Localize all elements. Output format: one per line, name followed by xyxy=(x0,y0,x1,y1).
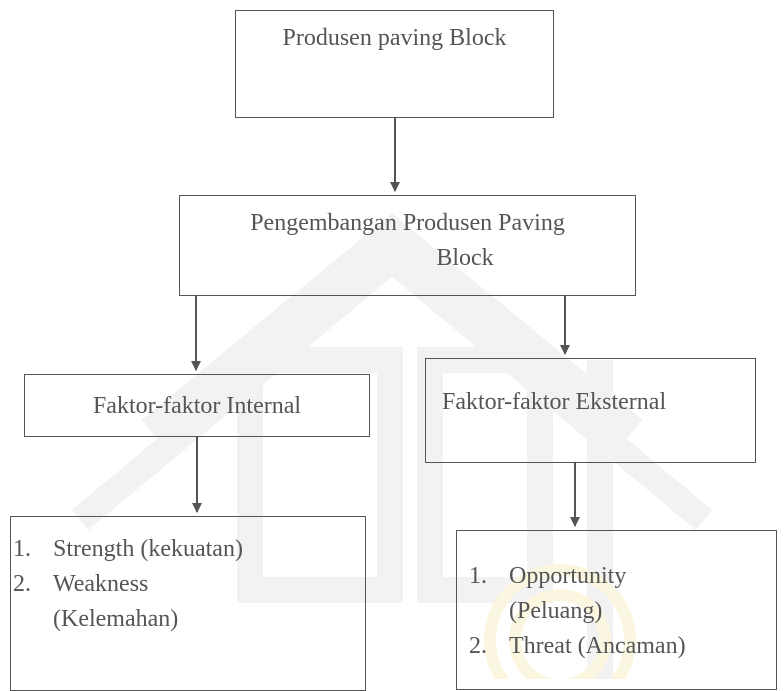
node-external-factors-list: 1. Opportunity (Peluang) 2. Threat (Anca… xyxy=(456,530,777,690)
node-external: Faktor-faktor Eksternal xyxy=(425,358,756,463)
list-item-weakness: 2. Weakness (Kelemahan) xyxy=(13,571,179,632)
node-development-line-2: Block xyxy=(436,245,494,271)
node-internal: Faktor-faktor Internal xyxy=(24,374,370,437)
list-item-opportunity: 1. Opportunity (Peluang) xyxy=(469,563,627,624)
node-internal-factors-list: 1. Strength (kekuatan) 2. Weakness (Kele… xyxy=(10,516,366,691)
node-development: Pengembangan Produsen Paving Block xyxy=(179,195,636,296)
node-internal-title: Faktor-faktor Internal xyxy=(92,393,302,419)
node-root: Produsen paving Block xyxy=(235,10,554,118)
list-item-threat: 2. Threat (Ancaman) xyxy=(469,633,686,659)
node-root-label: Produsen paving Block xyxy=(282,25,507,51)
node-external-title: Faktor-faktor Eksternal xyxy=(442,389,667,415)
list-item-strength: 1. Strength (kekuatan) xyxy=(13,536,243,562)
node-development-line-1: Pengembangan Produsen Paving xyxy=(250,210,565,236)
